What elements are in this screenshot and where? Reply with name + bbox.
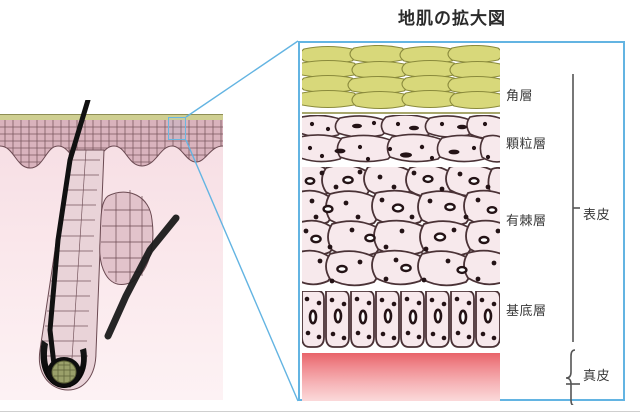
- layer-granular: [302, 115, 500, 167]
- label-spinous-layer: 有棘層: [506, 214, 547, 229]
- label-granular-layer: 顆粒層: [506, 137, 547, 152]
- layer-horny: [302, 45, 500, 115]
- label-basal-layer: 基底層: [506, 304, 547, 319]
- label-dermis: 真皮: [583, 369, 611, 384]
- hair-follicle-sheath: [38, 149, 105, 391]
- magnification-callout-box[interactable]: [168, 117, 186, 140]
- magnified-skin-panel: [298, 41, 625, 401]
- skin-layer-column: [302, 45, 500, 401]
- hair-follicle-illustration: [0, 100, 223, 400]
- layer-spinous: [302, 167, 500, 291]
- label-horny-layer: 角層: [506, 89, 534, 104]
- layer-brackets: [565, 74, 580, 405]
- hair-follicle-svg: [0, 100, 223, 391]
- label-epidermis: 表皮: [583, 208, 611, 223]
- page-title: 地肌の拡大図: [398, 9, 506, 29]
- left-epidermis-cells: [0, 120, 223, 168]
- layer-dermis: [302, 353, 500, 401]
- hair-bulb: [40, 340, 87, 388]
- arrector-pili-muscle: [104, 214, 180, 340]
- sebaceous-gland: [99, 190, 154, 285]
- layer-basal: [302, 291, 500, 353]
- hair-shaft: [47, 100, 91, 385]
